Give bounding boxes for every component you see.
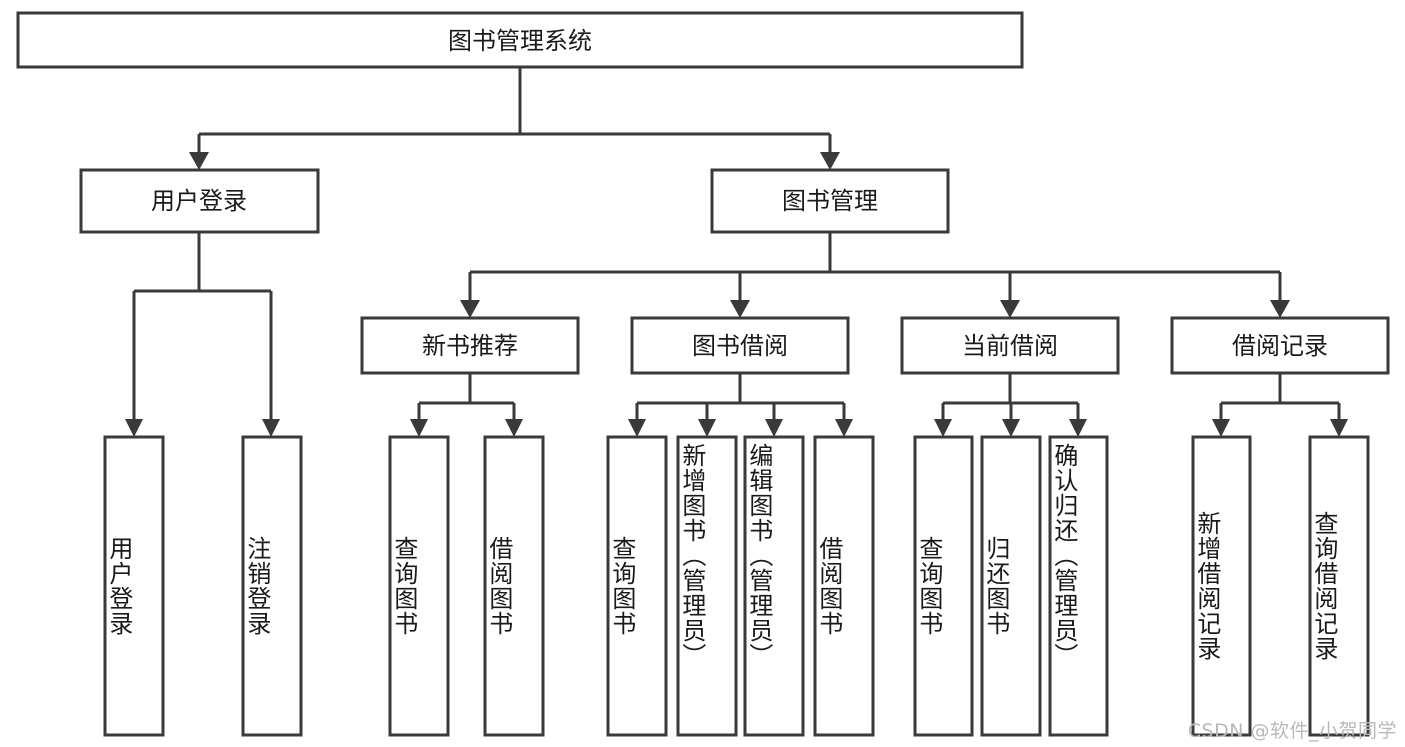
node-leaf-query-record-label: 查询借阅记录 <box>1309 511 1338 661</box>
node-leaf-add-book-box <box>676 435 738 737</box>
arrowhead-leaf-user-logout <box>262 419 280 437</box>
node-leaf-user-logout-label: 注销登录 <box>242 536 271 636</box>
node-leaf-borrow-book-1-label: 借阅图书 <box>484 536 513 636</box>
arrowhead-leaf-add-record <box>1212 419 1230 437</box>
node-leaf-borrow-book-2[interactable]: 借阅图书 <box>813 435 875 737</box>
arrowhead-new-book-rec <box>460 300 480 318</box>
node-leaf-query-record[interactable]: 查询借阅记录 <box>1308 435 1370 737</box>
arrowhead-book-borrow <box>730 300 750 318</box>
node-book-borrow-box <box>630 316 850 375</box>
node-leaf-borrow-book-1[interactable]: 借阅图书 <box>483 435 545 737</box>
node-leaf-query-book-3[interactable]: 查询图书 <box>913 435 974 737</box>
node-leaf-user-logout[interactable]: 注销登录 <box>241 435 303 737</box>
node-leaf-user-login-box <box>103 435 165 737</box>
node-user-login-label: 用户登录 <box>151 187 247 215</box>
node-leaf-add-book[interactable]: 新增图书（管理员） <box>676 435 738 737</box>
node-borrow-record-box <box>1170 316 1390 375</box>
arrowhead-leaf-query-book-2 <box>628 419 646 437</box>
node-new-book-rec-label: 新书推荐 <box>422 332 518 360</box>
arrowhead-leaf-user-login <box>125 419 143 437</box>
node-leaf-borrow-book-1-box <box>483 435 545 737</box>
node-root-label: 图书管理系统 <box>448 27 592 55</box>
node-book-borrow-label: 图书借阅 <box>692 332 788 360</box>
arrowhead-leaf-query-record <box>1330 419 1348 437</box>
node-current-borrow[interactable]: 当前借阅 <box>900 316 1120 375</box>
node-leaf-confirm-return-label: 确认归还（管理员） <box>1049 443 1078 668</box>
node-book-manage[interactable]: 图书管理 <box>710 168 950 234</box>
node-leaf-query-book-1-box <box>388 435 450 737</box>
node-leaf-add-record-label: 新增借阅记录 <box>1192 511 1221 661</box>
node-new-book-rec[interactable]: 新书推荐 <box>360 316 580 375</box>
arrowhead-leaf-borrow-book-2 <box>835 419 853 437</box>
node-leaf-query-book-1[interactable]: 查询图书 <box>388 435 450 737</box>
arrowhead-book-manage <box>820 152 840 170</box>
node-leaf-borrow-book-2-label: 借阅图书 <box>814 536 843 636</box>
csdn-watermark: CSDN @软件_小贺同学 <box>1187 720 1397 742</box>
node-current-borrow-label: 当前借阅 <box>962 332 1058 360</box>
node-root-box <box>16 11 1024 69</box>
arrowhead-leaf-edit-book <box>765 419 783 437</box>
arrowhead-leaf-query-book-1 <box>410 419 428 437</box>
node-user-login[interactable]: 用户登录 <box>79 168 320 234</box>
node-current-borrow-box <box>900 316 1120 375</box>
arrowhead-user-login <box>189 152 209 170</box>
node-leaf-query-book-1-label: 查询图书 <box>389 536 418 636</box>
node-book-borrow[interactable]: 图书借阅 <box>630 316 850 375</box>
node-leaf-return-book-box <box>980 435 1042 737</box>
arrowhead-leaf-query-book-3 <box>934 419 952 437</box>
node-leaf-edit-book-box <box>743 435 805 737</box>
node-borrow-record[interactable]: 借阅记录 <box>1170 316 1390 375</box>
node-leaf-user-login-label: 用户登录 <box>104 536 133 636</box>
node-leaf-add-book-label: 新增图书（管理员） <box>677 443 706 668</box>
arrowhead-current-borrow <box>1000 300 1020 318</box>
node-leaf-query-record-box <box>1308 435 1370 737</box>
node-leaf-return-book-label: 归还图书 <box>981 536 1010 636</box>
arrowhead-leaf-return-book <box>1002 419 1020 437</box>
leaf-nodes-layer: 用户登录 注销登录 查询图书 借阅图书 <box>103 435 1370 737</box>
edges-layer <box>132 67 1341 420</box>
node-leaf-query-book-3-label: 查询图书 <box>914 536 943 636</box>
node-leaf-query-book-2-label: 查询图书 <box>607 536 636 636</box>
node-leaf-query-book-2[interactable]: 查询图书 <box>606 435 668 737</box>
node-leaf-add-record[interactable]: 新增借阅记录 <box>1191 435 1252 737</box>
node-leaf-return-book[interactable]: 归还图书 <box>980 435 1042 737</box>
node-leaf-edit-book[interactable]: 编辑图书（管理员） <box>743 435 805 737</box>
node-leaf-user-logout-box <box>241 435 303 737</box>
node-book-manage-label: 图书管理 <box>782 187 878 215</box>
node-new-book-rec-box <box>360 316 580 375</box>
node-leaf-edit-book-label: 编辑图书（管理员） <box>744 443 773 668</box>
arrowhead-leaf-borrow-book-1 <box>505 419 523 437</box>
node-leaf-add-record-box <box>1191 435 1252 737</box>
node-leaf-user-login[interactable]: 用户登录 <box>103 435 165 737</box>
node-leaf-confirm-return-box <box>1048 435 1109 737</box>
node-root[interactable]: 图书管理系统 <box>16 11 1024 69</box>
node-leaf-query-book-2-box <box>606 435 668 737</box>
node-leaf-confirm-return[interactable]: 确认归还（管理员） <box>1048 435 1109 737</box>
node-borrow-record-label: 借阅记录 <box>1232 332 1328 360</box>
arrowhead-leaf-add-book <box>698 419 716 437</box>
node-leaf-borrow-book-2-box <box>813 435 875 737</box>
node-book-manage-box <box>710 168 950 234</box>
node-user-login-box <box>79 168 320 234</box>
arrowhead-leaf-confirm-return <box>1069 419 1087 437</box>
node-leaf-query-book-3-box <box>913 435 974 737</box>
arrowhead-borrow-record <box>1270 300 1290 318</box>
arrowheads-layer <box>125 152 1348 437</box>
